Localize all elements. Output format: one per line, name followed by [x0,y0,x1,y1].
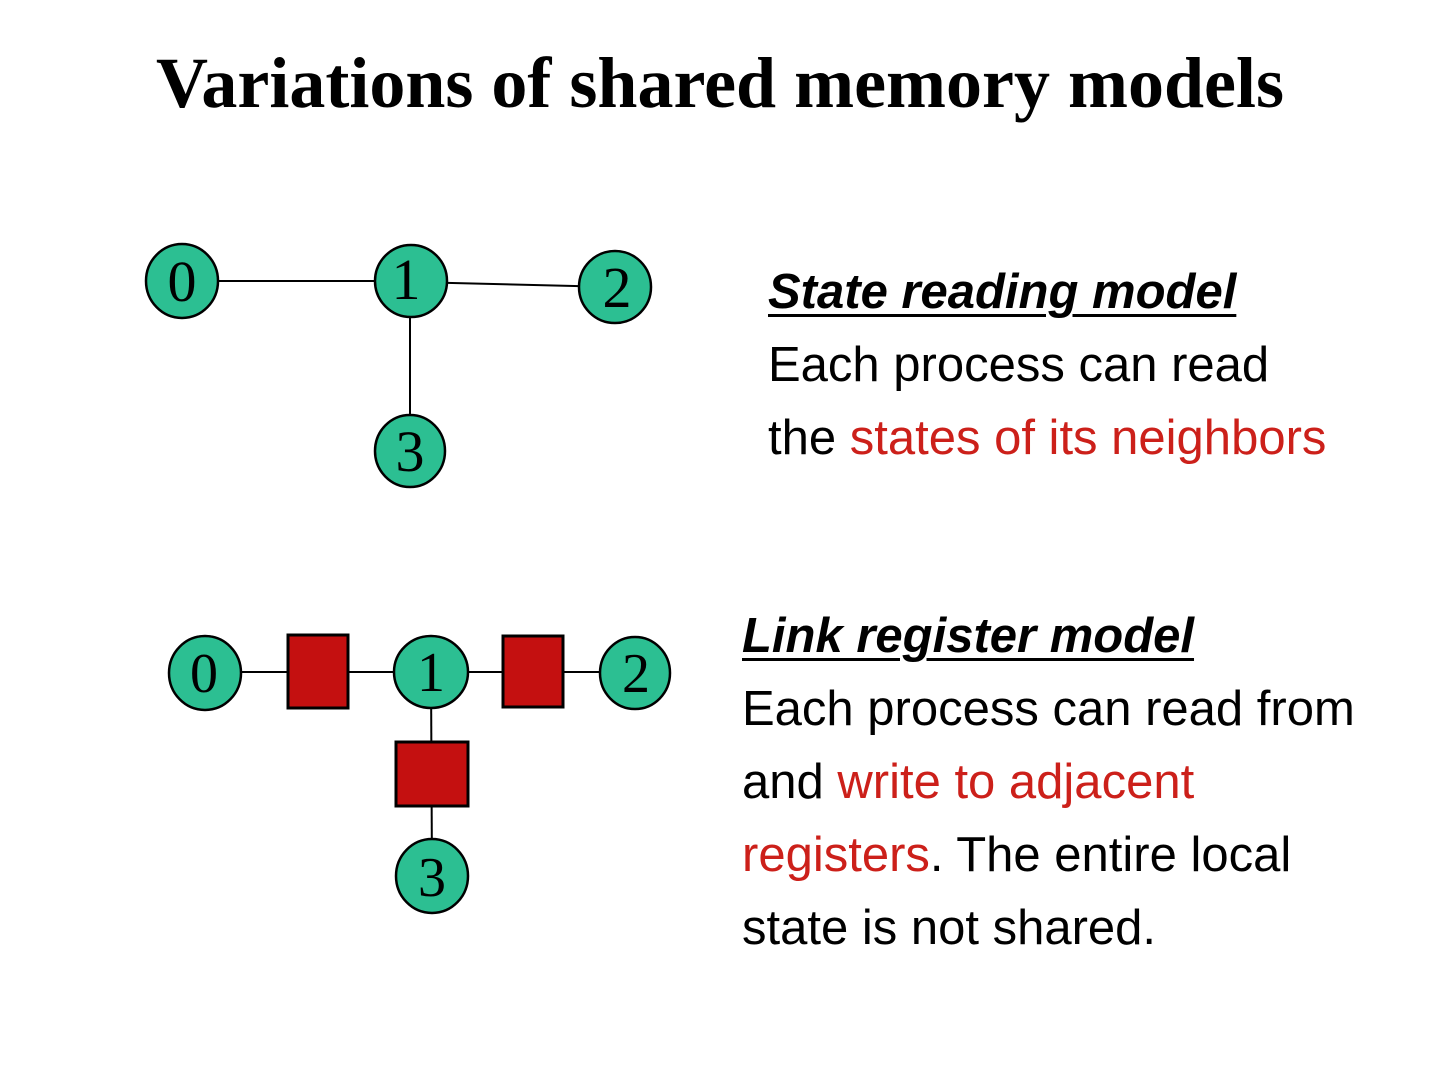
link-register-diagram: 0 1 2 3 [167,633,672,915]
node-label-2: 2 [622,643,650,705]
link-register-line-3: registers. The entire local [742,819,1355,892]
link-register-line-2: and write to adjacent [742,746,1355,819]
process-node-1 [373,243,449,319]
link-register-heading: Link register model [742,609,1195,663]
node-label-1: 1 [417,642,445,704]
state-reading-line-2: the states of its neighbors [768,402,1326,475]
link-register-line-2-highlight: write to adjacent [837,755,1195,809]
state-reading-diagram: 0 1 2 3 [144,242,653,489]
state-reading-textblock: State reading model Each process can rea… [768,256,1326,475]
state-reading-heading-line: State reading model [768,256,1326,329]
process-node-0 [167,634,243,712]
state-reading-line-1-text: Each process can read [768,338,1270,392]
link-register-1-3 [394,740,470,808]
node-label-0: 0 [168,249,197,314]
link-register-line-4-text: state is not shared. [742,901,1157,955]
slide-title: Variations of shared memory models [156,43,1284,123]
link-register-line-4: state is not shared. [742,892,1355,965]
node-label-0: 0 [190,643,218,705]
link-register-line-2-prefix: and [742,755,838,809]
node-label-1: 1 [392,247,421,312]
link-register-line-3-highlight: registers [742,828,930,882]
link-register-1-2 [501,634,565,709]
process-node-2 [577,249,653,325]
link-register-line-3-suffix: . The entire local [929,828,1292,882]
process-node-3 [373,413,447,489]
state-reading-line-2-highlight: states of its neighbors [849,411,1327,465]
link-register-line-1: Each process can read from [742,673,1355,746]
node-label-3: 3 [418,847,446,909]
link-register-line-1-text: Each process can read from [742,682,1355,736]
process-node-2 [598,635,672,711]
link-register-textblock: Link register model Each process can rea… [742,600,1355,965]
state-reading-line-2-prefix: the [768,411,850,465]
state-reading-line-1: Each process can read [768,329,1326,402]
node-label-2: 2 [603,255,632,320]
node-label-3: 3 [396,419,425,484]
process-node-0 [144,242,220,320]
state-reading-heading: State reading model [768,265,1237,319]
link-register-0-1 [286,633,350,710]
process-node-3 [394,837,470,915]
process-node-1 [392,634,470,710]
link-register-heading-line: Link register model [742,600,1355,673]
